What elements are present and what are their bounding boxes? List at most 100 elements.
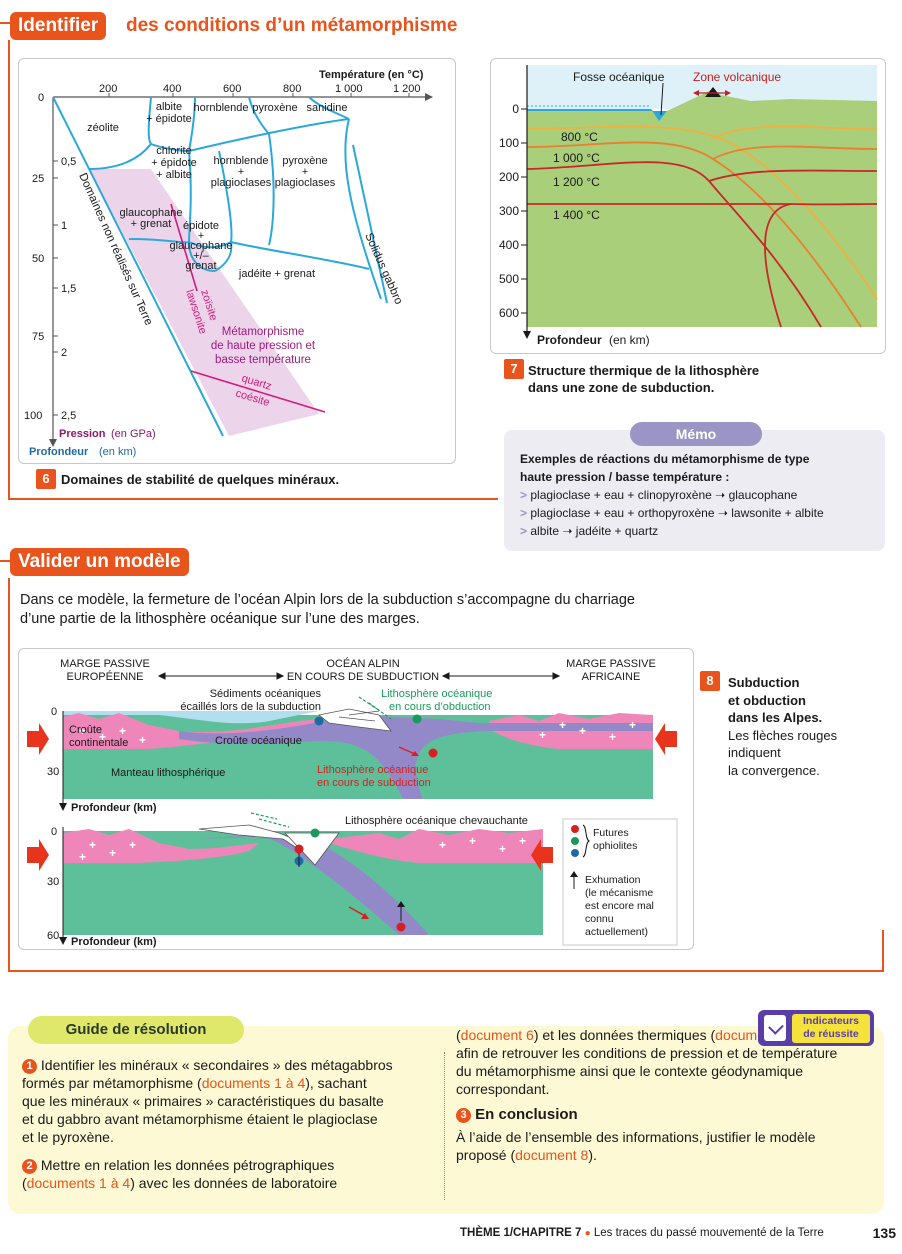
temp-tick: 1 200 [393,83,421,95]
pressure-tick: 2 [61,347,67,359]
depth-label: Profondeur (km) [71,936,157,948]
legend-exhumation: est encore mal [585,900,654,912]
temp-tick: 800 [283,83,301,95]
memo-reaction-2: > plagioclase + eau + orthopyroxène ➝ la… [520,504,880,522]
arrow-icon: ➝ [715,488,725,502]
depth-tick: 400 [499,238,519,252]
doc6-figure: Température (en °C) 200 400 600 800 1 00… [18,58,456,464]
depth-tick: 600 [499,306,519,320]
reaction-right: glaucophane [729,488,798,502]
intro-line: d’une partie de la lithosphère océanique… [20,610,880,629]
svg-text:+: + [139,733,146,747]
field-sanidine: sanidine [307,102,348,114]
meta-label: Métamorphisme [222,326,304,338]
depth-tick: 75 [32,331,44,343]
depth-label: Profondeur (km) [71,802,157,814]
marge-af-label: AFRICAINE [582,671,641,683]
meta-label: basse température [215,354,311,366]
field-albite: albite [156,101,182,113]
field-hornblende-plagio: plagioclases [211,177,272,189]
svg-text:+: + [469,834,476,848]
convergence-arrow-left-1 [27,723,49,755]
section1-tag: Identifier [10,12,106,40]
isotherm-label: 1 200 °C [553,175,600,189]
step-number: 2 [22,1159,37,1174]
caption-line: la convergence. [728,762,837,780]
caption-line: indiquent [728,744,837,762]
depth-unit: (en km) [609,333,650,347]
svg-text:+: + [89,838,96,852]
ophiolite-dot-red [429,749,438,758]
step-text: proposé ( [456,1147,515,1163]
step-text: afin de retrouver les conditions de pres… [456,1044,876,1062]
field-epidote: grenat [185,260,216,272]
oceanic-crust-label: Croûte océanique [215,735,302,747]
continental-crust-label: Croûte [69,724,102,736]
field-pyroxene-plagio: plagioclases [275,177,336,189]
step-text: ), sachant [305,1075,366,1091]
field-hornblende: hornblende [193,102,248,114]
guide-column-right: (document 6) et les données thermiques (… [456,1026,876,1164]
footer-theme: THÈME 1/CHAPITRE 7 [460,1227,581,1239]
obduction-label: en cours d’obduction [389,701,491,713]
depth-tick: 100 [24,410,42,422]
document-check-icon [764,1015,786,1041]
depth-tick: 0 [512,102,519,116]
svg-text:+: + [629,718,636,732]
legend-exhumation: connu [585,913,614,925]
depth-tick: 30 [47,766,59,778]
svg-text:+: + [579,724,586,738]
mineral-stability-diagram: Température (en °C) 200 400 600 800 1 00… [19,59,455,463]
ocean-label: OCÉAN ALPIN [326,657,399,670]
legend-ophiolite: ophiolites [593,840,637,852]
depth-tick: 0 [38,92,44,104]
doc8-figure: MARGE PASSIVE EUROPÉENNE OCÉAN ALPIN EN … [18,648,694,950]
guide-step-3: 3 En conclusion [456,1106,876,1124]
isotherm-label: 1 000 °C [553,151,600,165]
left-frame-line [8,40,10,500]
depth-tick: 25 [32,173,44,185]
svg-text:+: + [129,838,136,852]
depth-tick: 50 [32,253,44,265]
step-title: En conclusion [475,1106,578,1123]
section2-intro: Dans ce modèle, la fermeture de l’océan … [20,591,880,629]
zone-label: Zone volcanique [693,70,781,84]
guide-column-left: 1 Identifier les minéraux « secondaires … [22,1056,436,1192]
step-text: formés par métamorphisme ( [22,1075,202,1091]
doc-reference: document 6 [461,1027,534,1043]
field-chlorite: chlorite [156,145,191,157]
svg-text:+: + [79,850,86,864]
intro-line: Dans ce modèle, la fermeture de l’océan … [20,591,880,610]
step-text: du métamorphisme ainsi que le contexte g… [456,1062,876,1080]
doc6-badge: 6 [36,469,56,489]
depth-tick: 500 [499,272,519,286]
temp-tick: 1 000 [335,83,363,95]
subduction-obduction-diagram: MARGE PASSIVE EUROPÉENNE OCÉAN ALPIN EN … [19,649,693,949]
step-number: 1 [22,1059,37,1074]
footer: THÈME 1/CHAPITRE 7 ● Les traces du passé… [460,1227,896,1239]
reaction-left: plagioclase + eau + clinopyroxène [530,488,711,502]
guide-step-1: 1 Identifier les minéraux « secondaires … [22,1056,436,1074]
field-chlorite: + albite [156,169,192,181]
pressure-tick: 1 [61,220,67,232]
field-pyroxene: pyroxène [252,102,297,114]
chevauchante-label: Lithosphère océanique chevauchante [345,815,528,827]
indicateurs-label: Indicateurs [792,1015,870,1028]
meta-label: de haute pression et [211,340,316,352]
svg-text:+: + [519,834,526,848]
reaction-left: albite [530,524,559,538]
depth-tick: 60 [47,930,59,942]
legend-exhumation: Exhumation [585,874,641,886]
depth-unit: (en km) [99,446,136,458]
indicateurs-badge[interactable]: Indicateurs de réussite [758,1010,874,1046]
legend-exhumation: (le mécanisme [585,887,653,899]
arrow-icon: ➝ [562,524,572,538]
step-text: ). [588,1147,597,1163]
obduction-label: Lithosphère océanique [381,688,492,700]
step-text: et le pyroxène. [22,1128,436,1146]
temp-tick: 200 [99,83,117,95]
doc7-badge: 7 [504,359,524,379]
caption-line: Les flèches rouges [728,727,837,745]
pressure-tick: 2,5 [61,410,76,422]
reaction-right: lawsonite + albite [731,506,823,520]
